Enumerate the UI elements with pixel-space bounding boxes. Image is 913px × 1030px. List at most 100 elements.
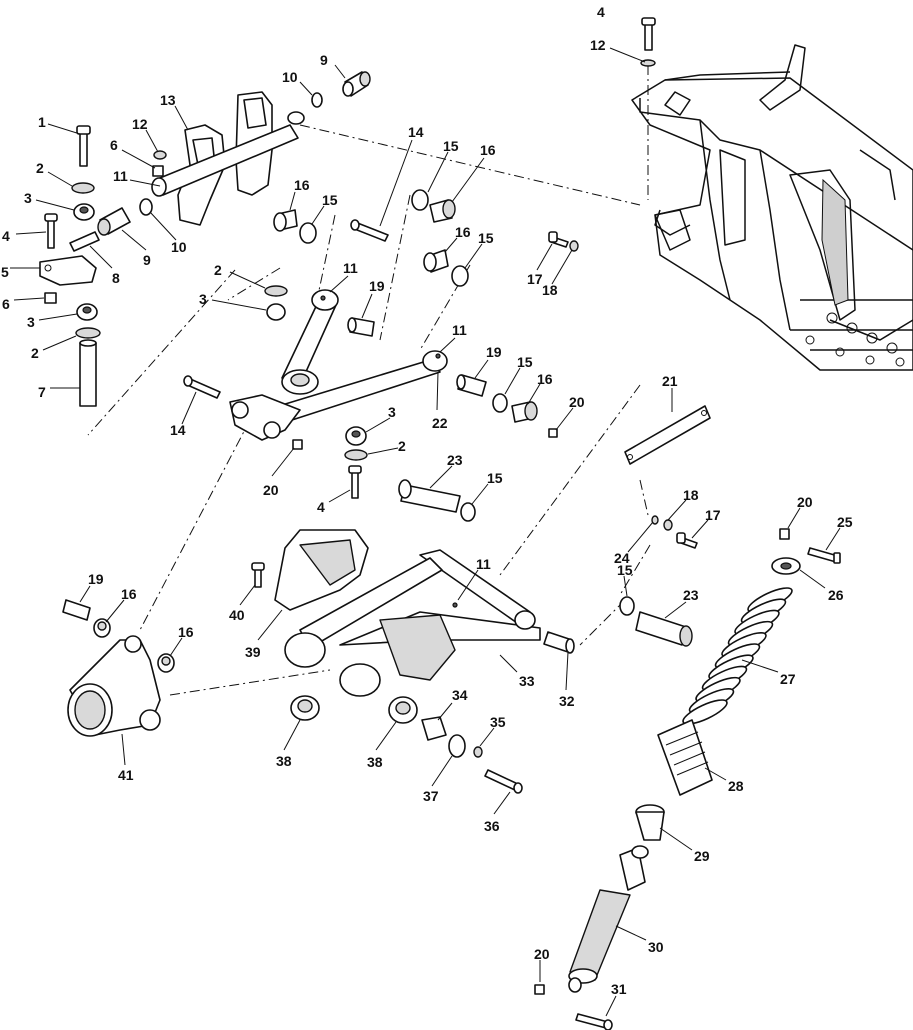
callout-c23b: 23 xyxy=(664,587,699,619)
washer-10-top xyxy=(311,92,323,108)
callout-number: 16 xyxy=(537,371,553,387)
bracket-5 xyxy=(39,255,97,286)
callout-c14b: 14 xyxy=(170,391,197,438)
lower-arm-33 xyxy=(284,549,541,697)
spring-27 xyxy=(682,587,793,725)
bushing-9-left xyxy=(97,207,131,236)
leader-line xyxy=(527,383,541,405)
leader-line xyxy=(35,199,75,211)
callout-c3a: 3 xyxy=(24,190,75,211)
washer-15-b xyxy=(411,189,429,211)
leader-line xyxy=(493,791,511,815)
leader-line xyxy=(444,237,458,253)
callout-c23a: 23 xyxy=(429,452,463,489)
leader-line xyxy=(704,767,727,781)
callout-number: 26 xyxy=(828,587,844,603)
callout-c10a: 10 xyxy=(282,69,313,96)
washer-2-b xyxy=(75,327,101,339)
leader-line xyxy=(427,151,449,193)
callout-number: 2 xyxy=(214,262,222,278)
leader-line xyxy=(379,139,413,227)
leader-line xyxy=(664,601,687,619)
callout-number: 38 xyxy=(276,753,292,769)
callout-number: 33 xyxy=(519,673,535,689)
sleeve-34 xyxy=(421,716,447,741)
washer-24 xyxy=(651,515,659,525)
leader-line xyxy=(551,249,573,285)
callout-c2a: 2 xyxy=(36,160,73,187)
callout-c26: 26 xyxy=(799,569,844,603)
leader-line xyxy=(799,569,826,589)
callout-number: 15 xyxy=(617,562,633,578)
spring-coil xyxy=(682,699,728,725)
washer-2-d xyxy=(344,449,368,461)
callout-c10b: 10 xyxy=(149,211,187,255)
bolt-31 xyxy=(575,1013,613,1030)
callout-c14a: 14 xyxy=(379,124,424,227)
callout-c33: 33 xyxy=(499,654,535,689)
callout-number: 17 xyxy=(705,507,721,523)
callout-c32: 32 xyxy=(559,651,575,709)
callout-number: 37 xyxy=(423,788,439,804)
callout-c18a: 18 xyxy=(542,249,573,298)
callout-number: 11 xyxy=(113,168,128,184)
callout-c38b: 38 xyxy=(367,721,397,770)
callout-number: 36 xyxy=(484,818,500,834)
callout-c16c: 16 xyxy=(444,224,471,253)
callout-number: 2 xyxy=(36,160,44,176)
callout-number: 24 xyxy=(614,550,630,566)
bolt-25 xyxy=(807,547,841,564)
callout-number: 8 xyxy=(112,270,120,286)
callout-c20a: 20 xyxy=(555,394,585,431)
sleeve-19-c xyxy=(62,599,91,621)
bolt-1 xyxy=(76,125,91,167)
callout-c28: 28 xyxy=(704,767,744,794)
leader-line xyxy=(431,755,453,787)
callout-number: 17 xyxy=(527,271,543,287)
callout-number: 11 xyxy=(476,556,491,572)
leader-line xyxy=(334,64,346,79)
callout-number: 10 xyxy=(282,69,298,85)
pivot-shaft-23-b xyxy=(635,611,693,647)
callout-c6b: 6 xyxy=(2,296,45,312)
nut-6-a xyxy=(152,165,164,177)
callout-number: 11 xyxy=(343,260,358,276)
washer-10-left xyxy=(139,198,153,216)
bushing-16-d xyxy=(511,401,538,423)
callout-number: 22 xyxy=(432,415,448,431)
callout-c17a: 17 xyxy=(527,243,553,287)
callout-number: 20 xyxy=(569,394,585,410)
bolt-36 xyxy=(484,769,523,794)
callout-number: 35 xyxy=(490,714,506,730)
callout-c36: 36 xyxy=(484,791,511,834)
bolt-40 xyxy=(251,562,265,588)
leader-line xyxy=(437,702,453,721)
callout-c4a: 4 xyxy=(597,4,605,20)
leader-line xyxy=(436,371,439,411)
nut-3-a xyxy=(73,203,95,221)
leader-line xyxy=(311,205,325,225)
callout-number: 4 xyxy=(317,499,325,515)
callout-number: 18 xyxy=(542,282,558,298)
callout-number: 11 xyxy=(452,322,467,338)
leader-line xyxy=(565,651,569,691)
callout-number: 14 xyxy=(408,124,424,140)
pivot-bracket-13 xyxy=(151,91,305,226)
callout-number: 15 xyxy=(478,230,494,246)
callout-number: 3 xyxy=(24,190,32,206)
callout-number: 4 xyxy=(2,228,10,244)
retainer-26 xyxy=(771,557,801,575)
shock-absorber-30 xyxy=(568,845,649,993)
callout-number: 19 xyxy=(369,278,385,294)
bushing-16-a xyxy=(273,209,298,232)
callout-c27: 27 xyxy=(741,659,796,687)
bushing-16-e xyxy=(93,618,111,638)
tube-7 xyxy=(79,339,97,407)
callout-c31: 31 xyxy=(605,981,627,1017)
callout-number: 16 xyxy=(455,224,471,240)
callout-number: 6 xyxy=(2,296,10,312)
leader-line xyxy=(365,417,391,433)
callout-c16e: 16 xyxy=(105,586,137,623)
callout-c12b: 12 xyxy=(132,116,159,153)
